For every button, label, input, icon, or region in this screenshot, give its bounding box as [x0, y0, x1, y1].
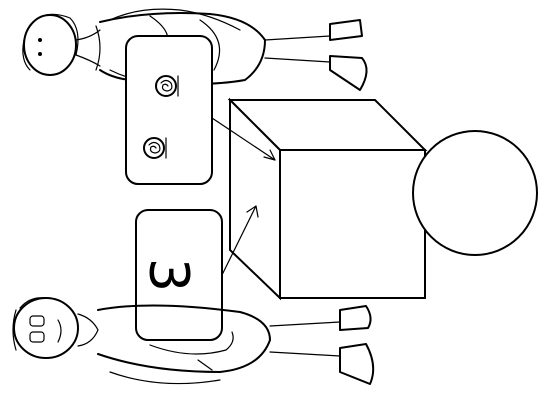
circle-shape	[412, 130, 538, 256]
number-card: 3	[135, 209, 223, 341]
swirl-icon	[155, 75, 179, 97]
man-figure	[12, 297, 375, 385]
swirl-icon	[143, 137, 167, 159]
icon-card	[125, 35, 213, 185]
arrow-to-cube-from-icon-card	[211, 117, 276, 161]
cube	[227, 97, 428, 301]
arrow-to-cube-from-number-card	[221, 205, 259, 276]
number-card-value: 3	[137, 258, 200, 292]
